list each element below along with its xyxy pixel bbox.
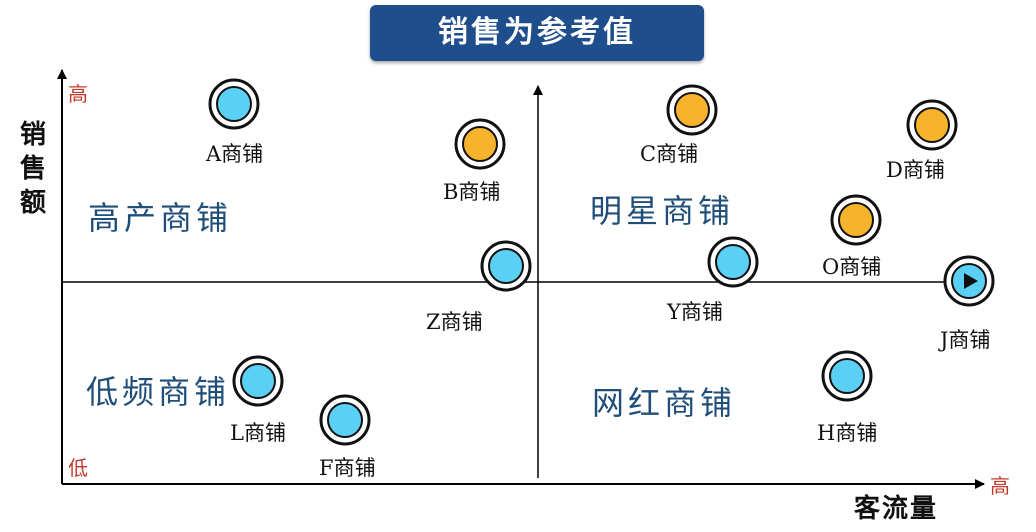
store-label-a: A商铺 <box>206 142 264 166</box>
store-marker-o <box>830 194 882 246</box>
store-marker-f <box>319 394 371 446</box>
store-label-c: C商铺 <box>640 142 699 166</box>
quadrant-low-frequency: 低频商铺 <box>86 373 231 411</box>
store-marker-l <box>232 355 284 407</box>
store-marker-h <box>821 350 873 402</box>
store-label-h: H商铺 <box>817 421 878 445</box>
store-label-o: O商铺 <box>822 255 882 279</box>
quadrant-star: 明星商铺 <box>590 192 735 230</box>
play-icon <box>964 273 978 289</box>
diagram-title: 销售为参考值 <box>438 15 636 50</box>
store-marker-d <box>906 99 958 151</box>
store-marker-y <box>707 236 759 288</box>
store-marker-z <box>480 240 532 292</box>
store-label-f: F商铺 <box>319 456 376 480</box>
store-marker-dot <box>674 92 710 128</box>
store-marker-c <box>666 84 718 136</box>
y-axis-low-label: 低 <box>68 456 88 480</box>
y-axis-label: 销售额 <box>19 120 46 218</box>
store-marker-dot <box>838 202 874 238</box>
store-marker-dot <box>715 244 751 280</box>
store-marker-dot <box>327 402 363 438</box>
store-marker-dot <box>216 86 252 122</box>
store-label-j: J商铺 <box>940 328 991 352</box>
store-label-l: L商铺 <box>230 421 286 445</box>
quadrant-internet-famous: 网红商铺 <box>592 384 737 422</box>
store-label-z: Z商铺 <box>426 310 483 334</box>
store-marker-b <box>454 118 506 170</box>
store-marker-dot <box>240 363 276 399</box>
store-marker-dot <box>462 126 498 162</box>
x-axis-high-label: 高 <box>990 474 1010 498</box>
y-axis-high-label: 高 <box>68 82 88 106</box>
store-marker-j <box>943 255 995 307</box>
x-axis-label: 客流量 <box>854 494 939 524</box>
store-marker-dot <box>488 248 524 284</box>
store-marker-a <box>208 78 260 130</box>
store-label-y: Y商铺 <box>667 300 723 324</box>
title-banner: 销售为参考值 <box>370 5 704 61</box>
store-marker-dot <box>914 107 950 143</box>
store-label-d: D商铺 <box>886 158 945 182</box>
store-marker-dot <box>829 358 865 394</box>
quadrant-high-productivity: 高产商铺 <box>88 199 233 237</box>
store-label-b: B商铺 <box>443 180 501 204</box>
